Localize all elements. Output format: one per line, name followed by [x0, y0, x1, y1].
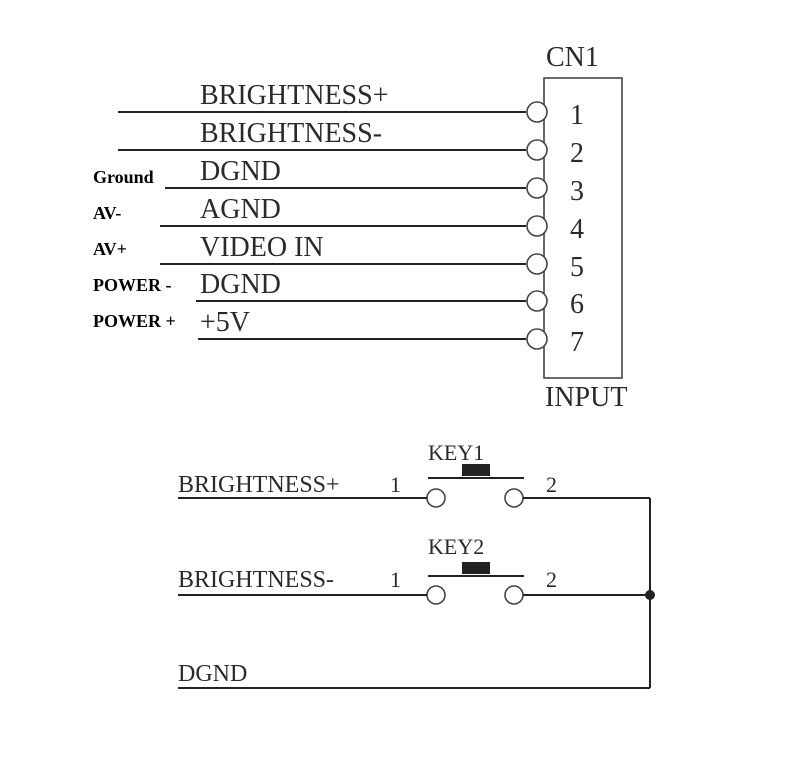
- key2-signal: BRIGHTNESS-: [178, 567, 334, 593]
- pin-6-number: 6: [570, 289, 584, 320]
- key2-button-cap: [462, 562, 490, 574]
- pin-2-number: 2: [570, 138, 584, 169]
- pin-6-note: POWER -: [93, 275, 172, 295]
- key2-switch: KEY2 BRIGHTNESS- 1 2: [178, 534, 650, 605]
- key1-contact-2: [504, 488, 524, 508]
- pin-4-note: AV-: [93, 203, 121, 223]
- pin-7-terminal: [526, 328, 548, 350]
- key2-label: KEY2: [428, 534, 484, 559]
- connector-name: CN1: [546, 42, 599, 73]
- connector-pin-2: BRIGHTNESS- 2: [118, 118, 584, 169]
- ground-label: DGND: [178, 661, 247, 687]
- key1-label: KEY1: [428, 440, 484, 465]
- pin-4-number: 4: [570, 214, 584, 245]
- connector-footer: INPUT: [545, 382, 627, 413]
- pin-5-number: 5: [570, 252, 584, 283]
- junction-dot: [645, 590, 655, 600]
- key1-switch: KEY1 BRIGHTNESS+ 1 2: [178, 440, 650, 508]
- connector-pin-5: VIDEO IN AV+ 5: [93, 232, 584, 283]
- pin-3-terminal: [526, 177, 548, 199]
- pin-2-signal: BRIGHTNESS-: [200, 118, 382, 149]
- key1-signal: BRIGHTNESS+: [178, 472, 340, 498]
- pin-3-number: 3: [570, 176, 584, 207]
- key2-pin-left: 1: [390, 567, 401, 592]
- key1-contact-1: [426, 488, 446, 508]
- key1-pin-right: 2: [546, 472, 557, 497]
- pin-6-terminal: [526, 290, 548, 312]
- connector-pin-1: BRIGHTNESS+ 1: [118, 80, 584, 131]
- pin-2-terminal: [526, 139, 548, 161]
- pin-7-number: 7: [570, 327, 584, 358]
- pin-5-signal: VIDEO IN: [200, 232, 324, 263]
- pin-4-terminal: [526, 215, 548, 237]
- pin-4-signal: AGND: [200, 194, 281, 225]
- pin-5-note: AV+: [93, 239, 127, 259]
- key1-pin-left: 1: [390, 472, 401, 497]
- pin-1-terminal: [526, 101, 548, 123]
- pin-1-signal: BRIGHTNESS+: [200, 80, 388, 111]
- key1-button-cap: [462, 464, 490, 476]
- pin-6-signal: DGND: [200, 269, 281, 300]
- key2-contact-2: [504, 585, 524, 605]
- pin-5-terminal: [526, 253, 548, 275]
- key2-contact-1: [426, 585, 446, 605]
- pin-7-signal: +5V: [200, 307, 250, 338]
- connector-pin-3: DGND Ground 3: [93, 156, 584, 207]
- key2-pin-right: 2: [546, 567, 557, 592]
- pin-3-note: Ground: [93, 167, 154, 187]
- pin-3-signal: DGND: [200, 156, 281, 187]
- connector-pin-4: AGND AV- 4: [93, 194, 584, 245]
- pin-7-note: POWER +: [93, 311, 176, 331]
- pin-1-number: 1: [570, 100, 584, 131]
- connector-pin-7: +5V POWER + 7: [93, 307, 584, 358]
- connector-pin-6: DGND POWER - 6: [93, 269, 584, 320]
